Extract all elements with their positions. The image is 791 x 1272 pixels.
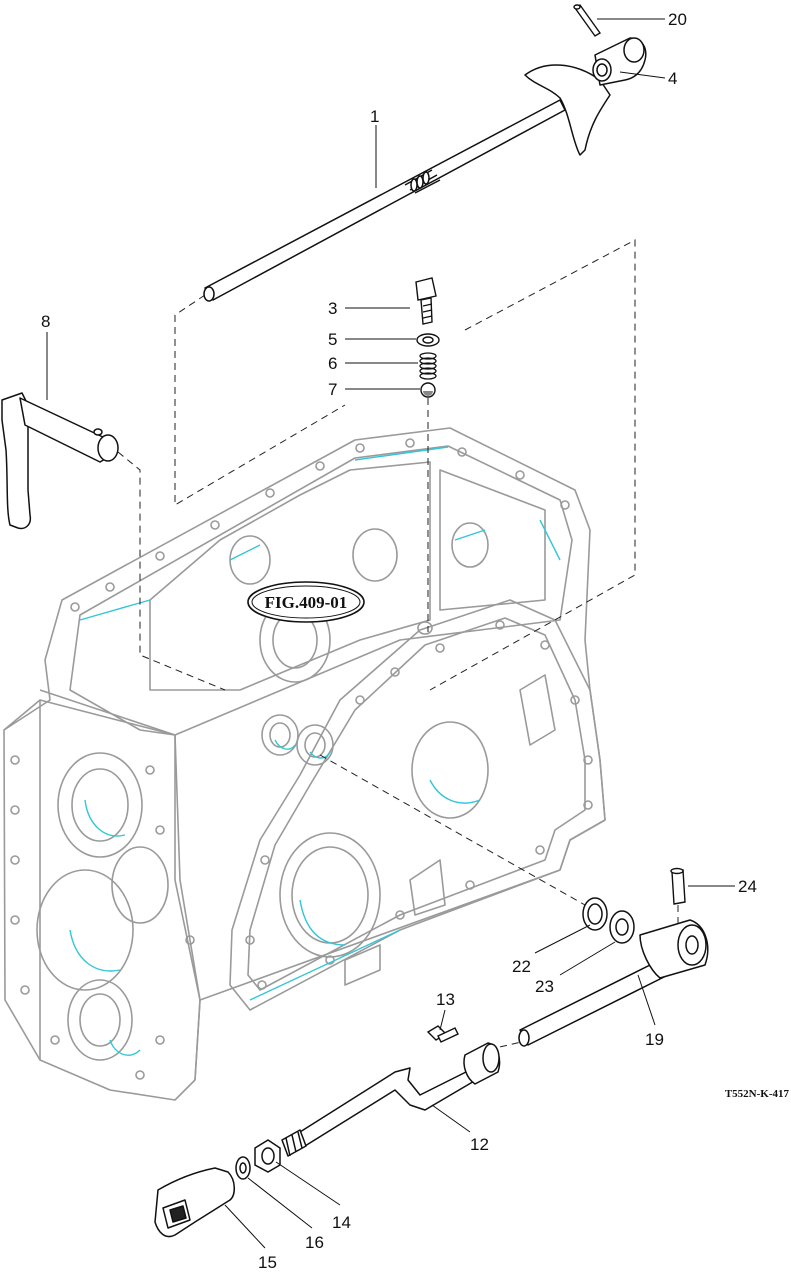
part-3-bolt bbox=[415, 277, 437, 325]
part-15-knob bbox=[154, 1167, 235, 1238]
part-22-oil-seal bbox=[582, 897, 608, 931]
part-1-shift-rod bbox=[203, 99, 566, 302]
part-13-bolt bbox=[426, 1025, 459, 1043]
housing-highlights bbox=[69, 446, 561, 1056]
part-7-ball bbox=[420, 382, 436, 398]
callout-7: 7 bbox=[328, 380, 337, 399]
part-24-pin bbox=[670, 867, 686, 905]
callout-4: 4 bbox=[668, 69, 677, 88]
figure-reference-badge[interactable]: FIG.409-01 bbox=[247, 581, 365, 623]
callout-5: 5 bbox=[328, 330, 337, 349]
callout-19: 19 bbox=[645, 1030, 664, 1049]
callout-8: 8 bbox=[41, 312, 50, 331]
assembly-dashed-lines bbox=[117, 239, 679, 1056]
part-5-washer bbox=[416, 333, 440, 347]
callout-3: 3 bbox=[328, 299, 337, 318]
callout-leader-lines bbox=[46, 18, 735, 1249]
part-19-shaft bbox=[518, 919, 709, 1047]
callout-16: 16 bbox=[305, 1233, 324, 1252]
part-16-washer bbox=[235, 1156, 251, 1180]
transmission-housing bbox=[3, 427, 606, 1101]
callout-labels: 1 20 4 3 5 6 7 8 24 22 23 19 13 12 14 16… bbox=[41, 10, 757, 1272]
callout-1: 1 bbox=[370, 107, 379, 126]
callout-22: 22 bbox=[512, 957, 531, 976]
callout-24: 24 bbox=[738, 877, 757, 896]
callout-13: 13 bbox=[436, 990, 455, 1009]
part-4-shift-fork bbox=[524, 37, 647, 156]
part-20-pin bbox=[573, 4, 602, 37]
callout-20: 20 bbox=[668, 10, 687, 29]
callout-15: 15 bbox=[258, 1253, 277, 1272]
part-23-washer bbox=[609, 910, 635, 944]
figure-reference-text: FIG.409-01 bbox=[265, 593, 348, 612]
callout-12: 12 bbox=[470, 1135, 489, 1154]
callout-14: 14 bbox=[332, 1213, 351, 1232]
part-14-nut bbox=[254, 1139, 281, 1173]
part-6-spring bbox=[419, 352, 437, 380]
part-8-shift-arm bbox=[1, 392, 119, 530]
callout-23: 23 bbox=[535, 977, 554, 996]
callout-6: 6 bbox=[328, 354, 337, 373]
part-12-lever bbox=[281, 1042, 501, 1157]
drawing-code: T552N-K-417 bbox=[725, 1088, 790, 1100]
